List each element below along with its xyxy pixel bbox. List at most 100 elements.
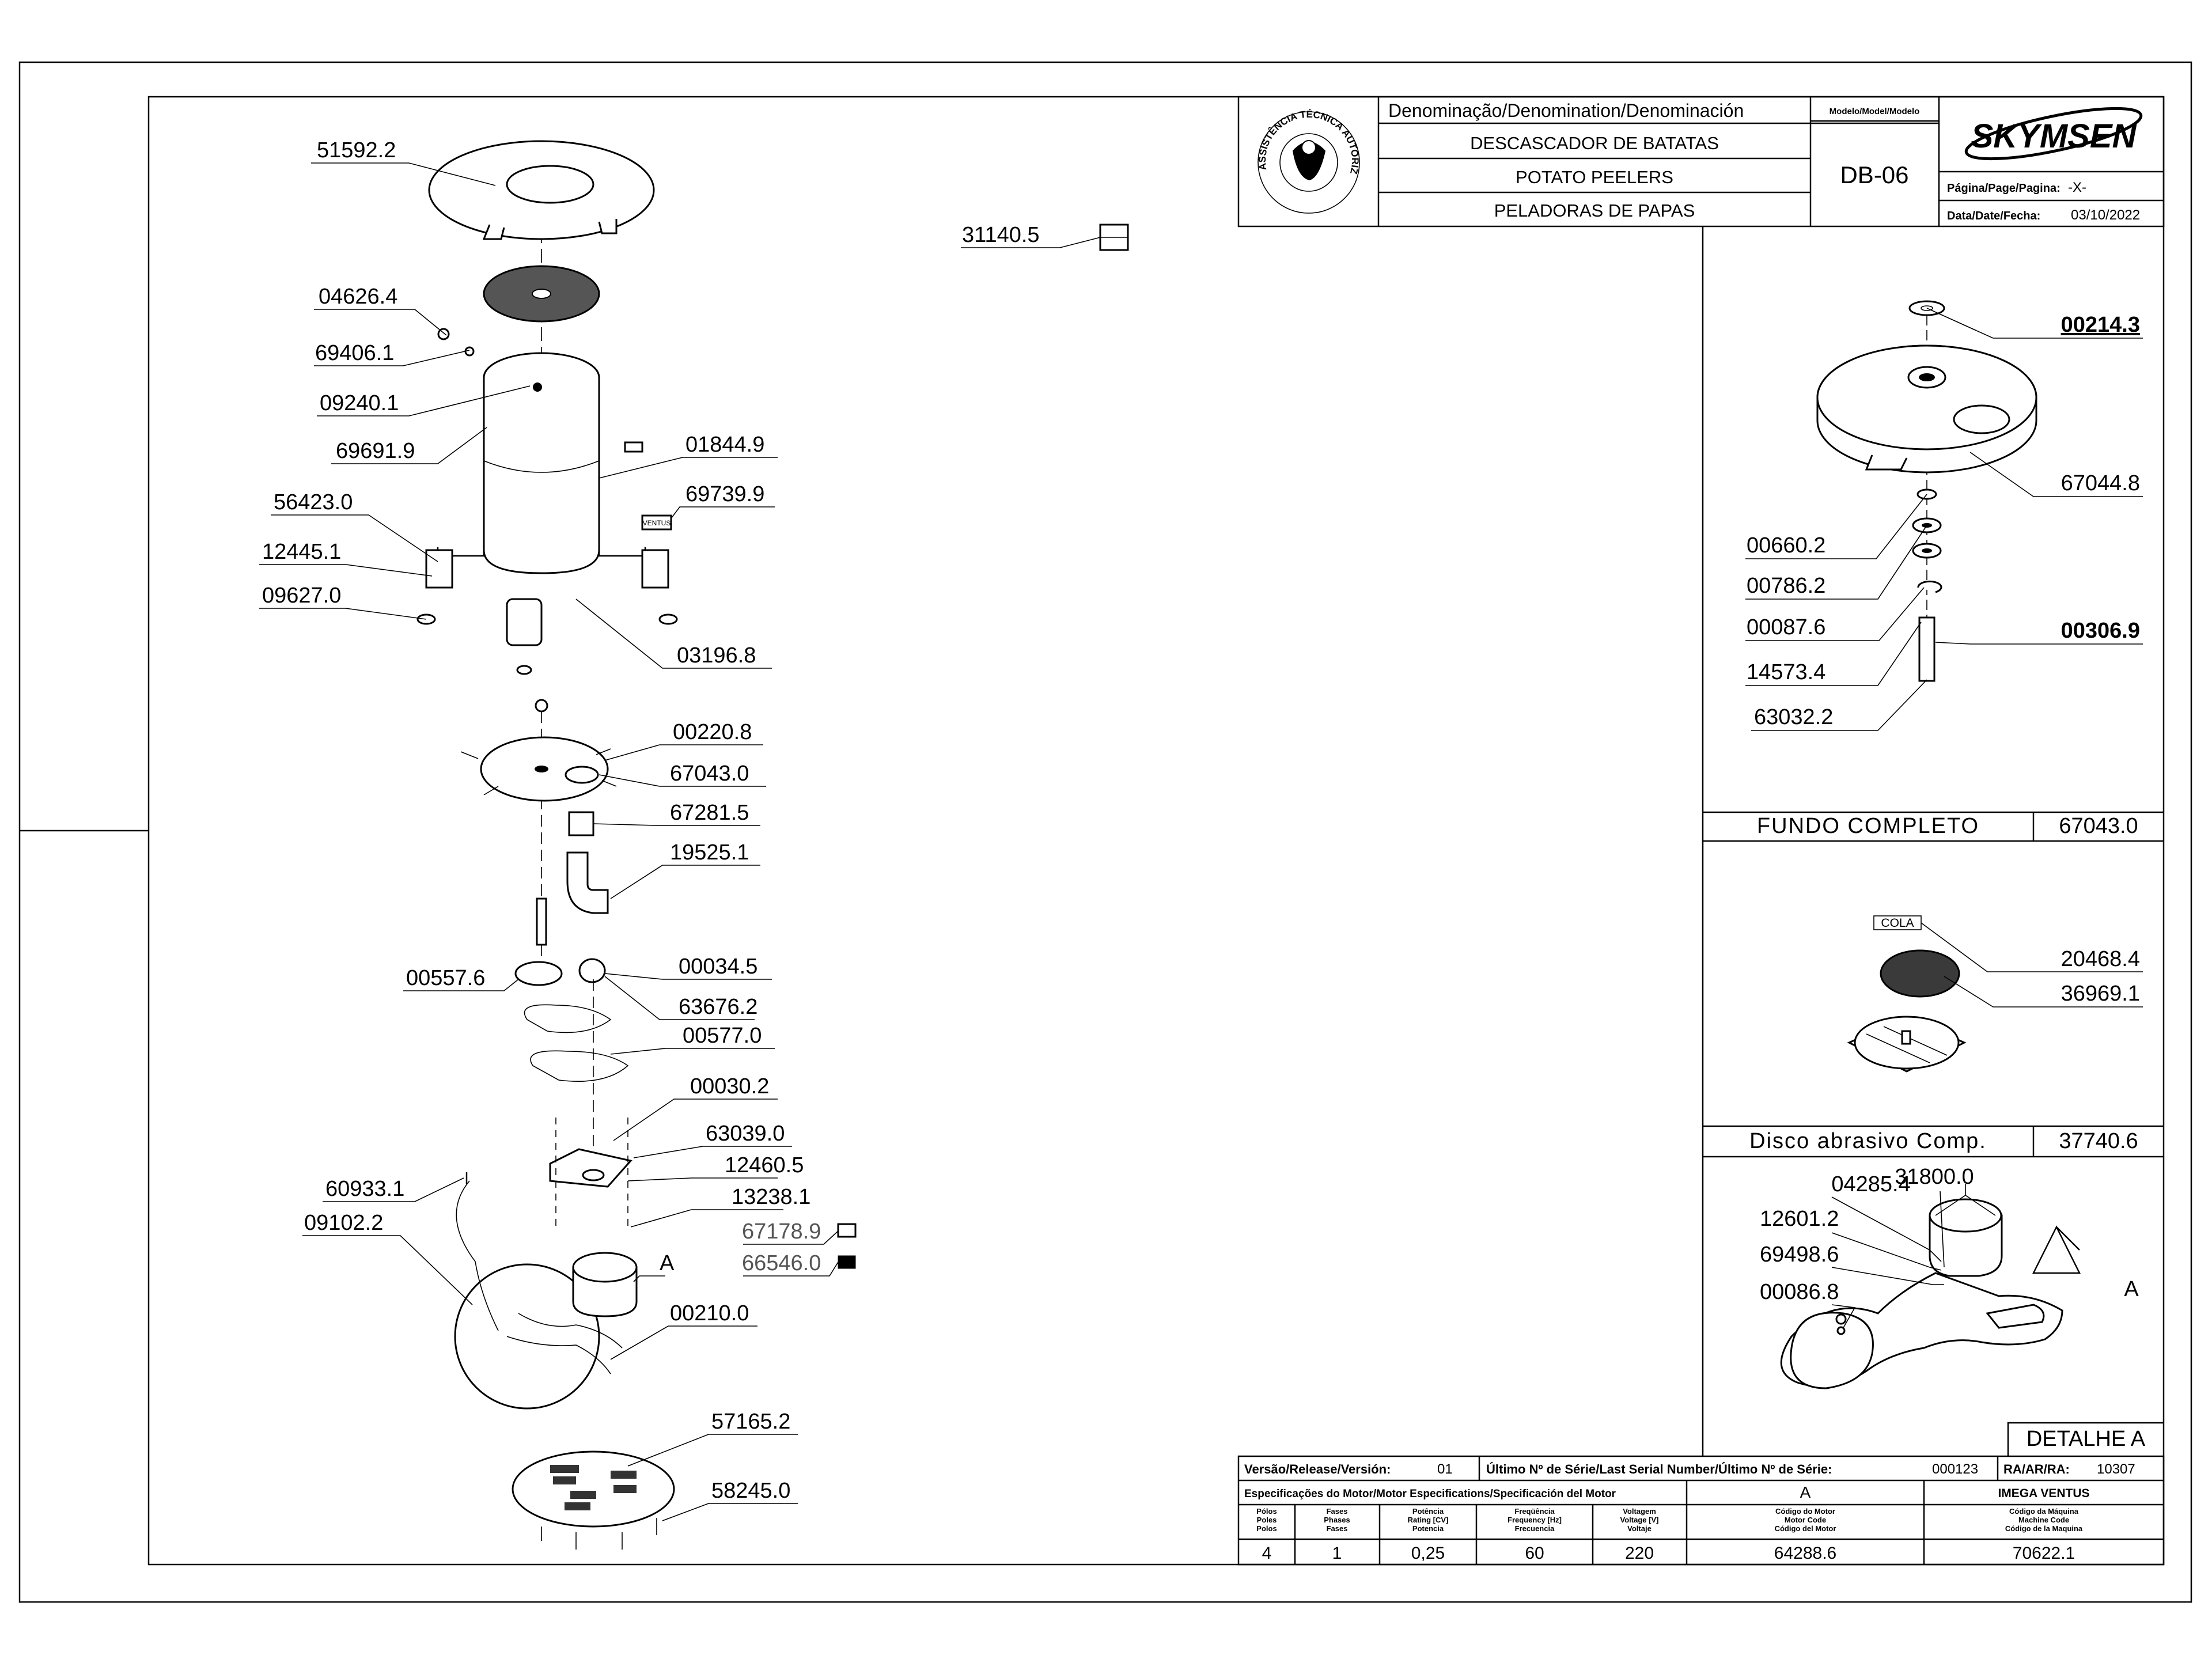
- value-voltage: 220: [1625, 1544, 1654, 1563]
- label-03196-8: 03196.8: [677, 643, 756, 668]
- header-poles-es: Polos: [1256, 1524, 1277, 1533]
- header-machine-code-en: Machine Code: [2018, 1516, 2069, 1524]
- machine-name: IMEGA VENTUS: [1998, 1487, 2089, 1500]
- value-power: 0,25: [1411, 1544, 1445, 1563]
- detail-column: [1702, 226, 2164, 1456]
- label-57165-2: 57165.2: [711, 1410, 790, 1434]
- spec-headers: Pólos Poles Polos Fases Phases Fases Pot…: [1256, 1507, 2083, 1533]
- serial-value: 000123: [1932, 1461, 1978, 1477]
- cola-tag: COLA: [1881, 916, 1914, 930]
- main-a-marker: A: [660, 1251, 675, 1275]
- header-volt-pt: Voltagem: [1623, 1507, 1656, 1516]
- header-poles-pt: Pólos: [1256, 1507, 1277, 1516]
- label-00306-9: 00306.9: [2061, 619, 2140, 643]
- brand-name: SKYMSEN: [1971, 118, 2137, 155]
- fundo-completo-code: 67043.0: [2059, 814, 2138, 838]
- label-04626-4: 04626.4: [319, 285, 397, 309]
- ventus-tag: VENTUS: [643, 519, 671, 527]
- detalhe-a-title: DETALHE A: [2027, 1427, 2146, 1451]
- label-09627-0: 09627.0: [262, 584, 341, 608]
- label-00786-2: 00786.2: [1747, 574, 1825, 598]
- label-14573-4: 14573.4: [1747, 660, 1825, 684]
- header-motor-code-pt: Código do Motor: [1775, 1507, 1835, 1516]
- outer-border: [18, 61, 2192, 1603]
- denomination-header: Denominação/Denomination/Denominación: [1388, 100, 1744, 121]
- label-67178-9: 67178.9: [742, 1219, 821, 1244]
- main-labels: 51592.2 04626.4 69406.1 09240.1 69691.9 …: [262, 138, 1040, 1503]
- value-frequency: 60: [1525, 1544, 1544, 1563]
- header-machine-code-pt: Código da Máquina: [2009, 1507, 2079, 1516]
- label-19525-1: 19525.1: [670, 840, 749, 865]
- ra-value: 10307: [2097, 1461, 2135, 1477]
- disco-abrasivo-drawing: COLA: [1847, 915, 2143, 1073]
- label-31800-0: 31800.0: [1895, 1165, 1974, 1189]
- name-es: PELADORAS DE PAPAS: [1494, 200, 1695, 221]
- title-block: ASSISTÊNCIA TÉCNICA AUTORIZADA Denominaç…: [0, 0, 2165, 228]
- header-power-pt: Potência: [1412, 1507, 1444, 1516]
- label-69691-9: 69691.9: [336, 439, 415, 463]
- header-volt-es: Voltaje: [1627, 1524, 1652, 1533]
- label-63032-2: 63032.2: [1754, 705, 1833, 729]
- label-36969-1: 36969.1: [2061, 982, 2140, 1006]
- label-69498-6: 69498.6: [1760, 1243, 1839, 1267]
- header-freq-es: Frecuencia: [1515, 1524, 1555, 1533]
- svg-text:ASSISTÊNCIA TÉCNICA AUTORIZADA: ASSISTÊNCIA TÉCNICA AUTORIZADA: [0, 0, 1361, 175]
- header-phases-pt: Fases: [1327, 1507, 1348, 1516]
- name-en: POTATO PEELERS: [1516, 167, 1673, 187]
- header-motor-code-es: Código del Motor: [1775, 1524, 1836, 1533]
- header-freq-pt: Freqüência: [1514, 1507, 1555, 1516]
- label-00087-6: 00087.6: [1747, 615, 1825, 639]
- date-label: Data/Date/Fecha:: [1947, 210, 2040, 222]
- value-phases: 1: [1332, 1544, 1342, 1563]
- fundo-completo-title: FUNDO COMPLETO: [1757, 814, 1979, 838]
- label-67281-5: 67281.5: [670, 801, 749, 825]
- label-58245-0: 58245.0: [711, 1479, 790, 1503]
- label-69739-9: 69739.9: [685, 482, 764, 506]
- detalhe-a-drawing: [1780, 1184, 2081, 1389]
- spec-values: 4 1 0,25 60 220 64288.6 70622.1: [1262, 1544, 2075, 1563]
- seal-text: ASSISTÊNCIA TÉCNICA AUTORIZADA: [0, 0, 1361, 175]
- date-value: 03/10/2022: [2071, 207, 2140, 223]
- version-label: Versão/Release/Versión:: [1244, 1462, 1391, 1476]
- detalhe-a-marker: A: [2124, 1277, 2139, 1301]
- header-machine-code-es: Código de la Maquina: [2005, 1524, 2083, 1533]
- exploded-view: VENTUS: [416, 140, 1129, 1550]
- header-phases-en: Phases: [1324, 1516, 1350, 1524]
- model-number: DB-06: [1840, 161, 1908, 188]
- value-machine-code: 70622.1: [2013, 1544, 2075, 1563]
- label-04285-4: 04285.4: [1831, 1172, 1910, 1196]
- value-motor-code: 64288.6: [1774, 1544, 1836, 1563]
- label-00214-3: 00214.3: [2061, 313, 2140, 337]
- fundo-completo-drawing: [1816, 300, 2037, 682]
- name-pt: DESCASCADOR DE BATATAS: [1470, 133, 1719, 153]
- label-01844-9: 01844.9: [685, 433, 764, 457]
- label-20468-4: 20468.4: [2061, 947, 2140, 971]
- page-value: -X-: [2068, 180, 2086, 195]
- label-13238-1: 13238.1: [732, 1185, 810, 1209]
- label-51592-2: 51592.2: [317, 138, 396, 162]
- main-callouts: [259, 162, 1101, 1521]
- label-00034-5: 00034.5: [679, 955, 757, 979]
- motor-spec-label: Especificações do Motor/Motor Especifica…: [1244, 1488, 1616, 1500]
- label-00220-8: 00220.8: [673, 720, 752, 744]
- label-09102-2: 09102.2: [304, 1211, 383, 1235]
- header-power-es: Potencia: [1412, 1524, 1444, 1533]
- label-31140-5: 31140.5: [962, 223, 1040, 247]
- header-phases-es: Fases: [1327, 1524, 1348, 1533]
- header-poles-en: Poles: [1257, 1516, 1277, 1524]
- label-00557-6: 00557.6: [406, 966, 485, 990]
- label-00577-0: 00577.0: [683, 1024, 762, 1048]
- page-label: Página/Page/Pagina:: [1947, 182, 2061, 195]
- label-00210-0: 00210.0: [670, 1301, 749, 1325]
- label-09240-1: 09240.1: [320, 391, 399, 415]
- ra-label: RA/AR/RA:: [2003, 1462, 2070, 1476]
- label-12445-1: 12445.1: [262, 540, 341, 564]
- label-63676-2: 63676.2: [679, 995, 757, 1019]
- version-value: 01: [1437, 1461, 1453, 1477]
- model-header: Modelo/Model/Modelo: [1830, 107, 1920, 116]
- value-poles: 4: [1262, 1544, 1272, 1563]
- label-63039-0: 63039.0: [706, 1122, 785, 1146]
- label-67043-0: 67043.0: [670, 762, 749, 786]
- disco-abrasivo-title: Disco abrasivo Comp.: [1749, 1129, 1987, 1153]
